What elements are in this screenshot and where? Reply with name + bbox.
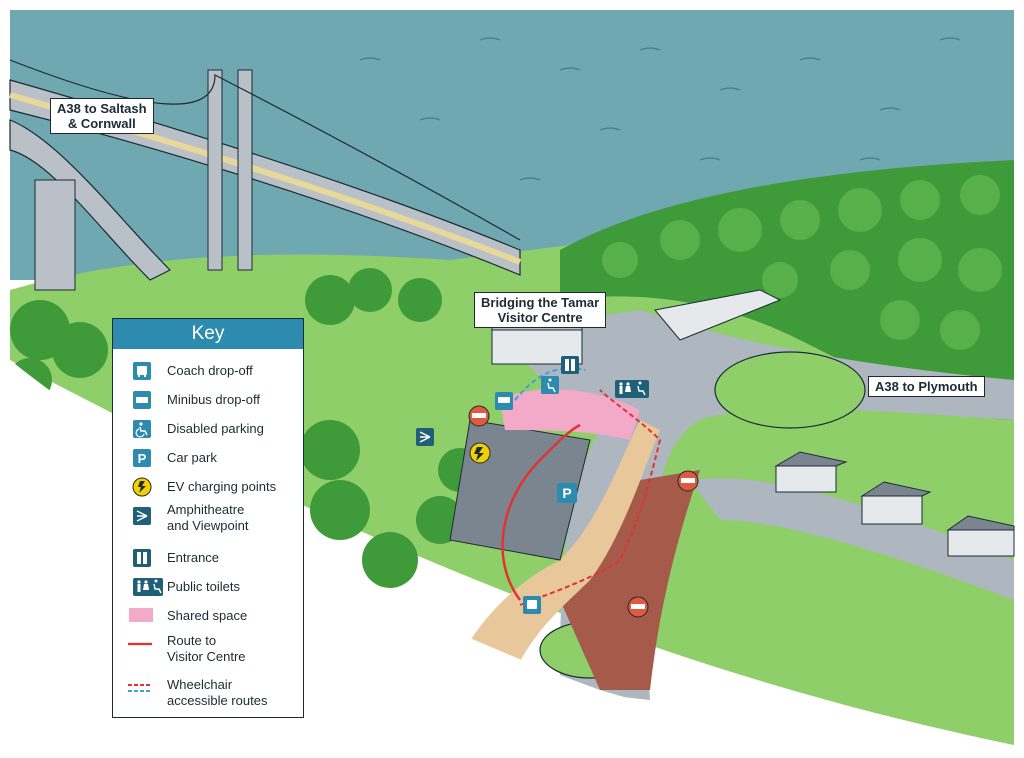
- road-lower-right: [690, 478, 1014, 600]
- key-label-line1: Route to: [167, 633, 217, 648]
- map-public-toilets-icon: [615, 380, 649, 398]
- key-label-line1: Wheelchair: [167, 677, 233, 692]
- key-item-minibus: Minibus drop-off: [113, 386, 303, 414]
- key-item-car-park: P Car park: [113, 444, 303, 472]
- map-coach-icon: [523, 596, 541, 614]
- key-label: Car park: [167, 450, 217, 465]
- key-label-line2: and Viewpoint: [167, 518, 249, 533]
- minibus-icon: [133, 391, 151, 409]
- key-label: Amphitheatre and Viewpoint: [167, 502, 248, 534]
- key-item-public-toilets: Public toilets: [113, 573, 303, 601]
- route-to-visitor-centre: [501, 423, 581, 601]
- wheelchair-route-red: [519, 389, 662, 606]
- key-label-line2: accessible routes: [167, 693, 268, 708]
- tree-clusters: [602, 175, 1002, 350]
- key-item-ev-charging: EV charging points: [113, 473, 303, 501]
- route-line: [128, 642, 152, 646]
- public-toilets-icon: [133, 578, 163, 596]
- access-road: [560, 470, 700, 690]
- label-visitor-centre-line1: Bridging the Tamar: [481, 295, 600, 310]
- label-a38-plymouth: A38 to Plymouth: [868, 376, 985, 397]
- key-label: Entrance: [167, 550, 220, 565]
- map-ev-charging-icon: [469, 442, 491, 464]
- label-visitor-centre: Bridging the Tamar Visitor Centre: [474, 292, 607, 328]
- key-label: Shared space: [167, 608, 248, 623]
- map-car-park-icon: P: [557, 483, 577, 503]
- left-forest: [8, 268, 482, 588]
- key-label: Route to Visitor Centre: [167, 633, 246, 665]
- label-a38-saltash-line2: & Cornwall: [67, 116, 136, 131]
- key-label: Disabled parking: [167, 421, 264, 436]
- map-minibus-icon: [495, 392, 513, 410]
- amphitheatre-icon: [133, 507, 151, 525]
- key-item-coach: Coach drop-off: [113, 357, 303, 385]
- map-key: Key Coach drop-off Minibus drop-off Disa…: [112, 318, 304, 718]
- no-entry-icon: [677, 470, 699, 492]
- key-label: EV charging points: [167, 479, 277, 494]
- key-label-line1: Amphitheatre: [167, 502, 245, 517]
- key-title: Key: [113, 319, 303, 349]
- ev-charging-icon: [132, 477, 152, 497]
- entrance-icon: [133, 549, 151, 567]
- key-label: Coach drop-off: [167, 363, 253, 378]
- toll-plaza: [654, 289, 782, 341]
- footpath: [440, 420, 660, 710]
- label-a38-saltash-line1: A38 to Saltash: [57, 101, 147, 116]
- rail-bridge: [9, 119, 172, 291]
- key-item-shared-space: Shared space: [113, 602, 303, 630]
- map-entrance-icon: [561, 356, 579, 374]
- houses: [774, 451, 1015, 557]
- no-entry-icon: [627, 596, 649, 618]
- no-entry-icon: [468, 405, 490, 427]
- key-item-entrance: Entrance: [113, 544, 303, 572]
- coach-icon: [133, 362, 151, 380]
- shared-space-swatch: [129, 608, 153, 622]
- map-amphitheatre-icon: [416, 428, 434, 446]
- map-disabled-parking-icon: [541, 376, 559, 394]
- wheelchair-route-line: [128, 684, 152, 692]
- key-item-disabled-parking: Disabled parking: [113, 415, 303, 443]
- key-label-line2: Visitor Centre: [167, 649, 246, 664]
- label-a38-saltash: A38 to Saltash & Cornwall: [50, 98, 154, 134]
- key-item-wheelchair-route: Wheelchair accessible routes: [113, 675, 303, 711]
- key-item-amphitheatre: Amphitheatre and Viewpoint: [113, 502, 303, 538]
- car-park-glyph: P: [138, 451, 147, 466]
- key-label: Minibus drop-off: [167, 392, 260, 407]
- shared-space-area: [500, 389, 640, 440]
- key-label: Wheelchair accessible routes: [167, 677, 267, 709]
- disabled-parking-icon: [133, 420, 151, 438]
- car-park-icon: P: [133, 449, 151, 467]
- key-item-route: Route to Visitor Centre: [113, 631, 303, 667]
- key-label: Public toilets: [167, 579, 240, 594]
- label-visitor-centre-line2: Visitor Centre: [497, 310, 583, 325]
- svg-text:P: P: [562, 485, 571, 501]
- roundabout-upper: [714, 351, 866, 429]
